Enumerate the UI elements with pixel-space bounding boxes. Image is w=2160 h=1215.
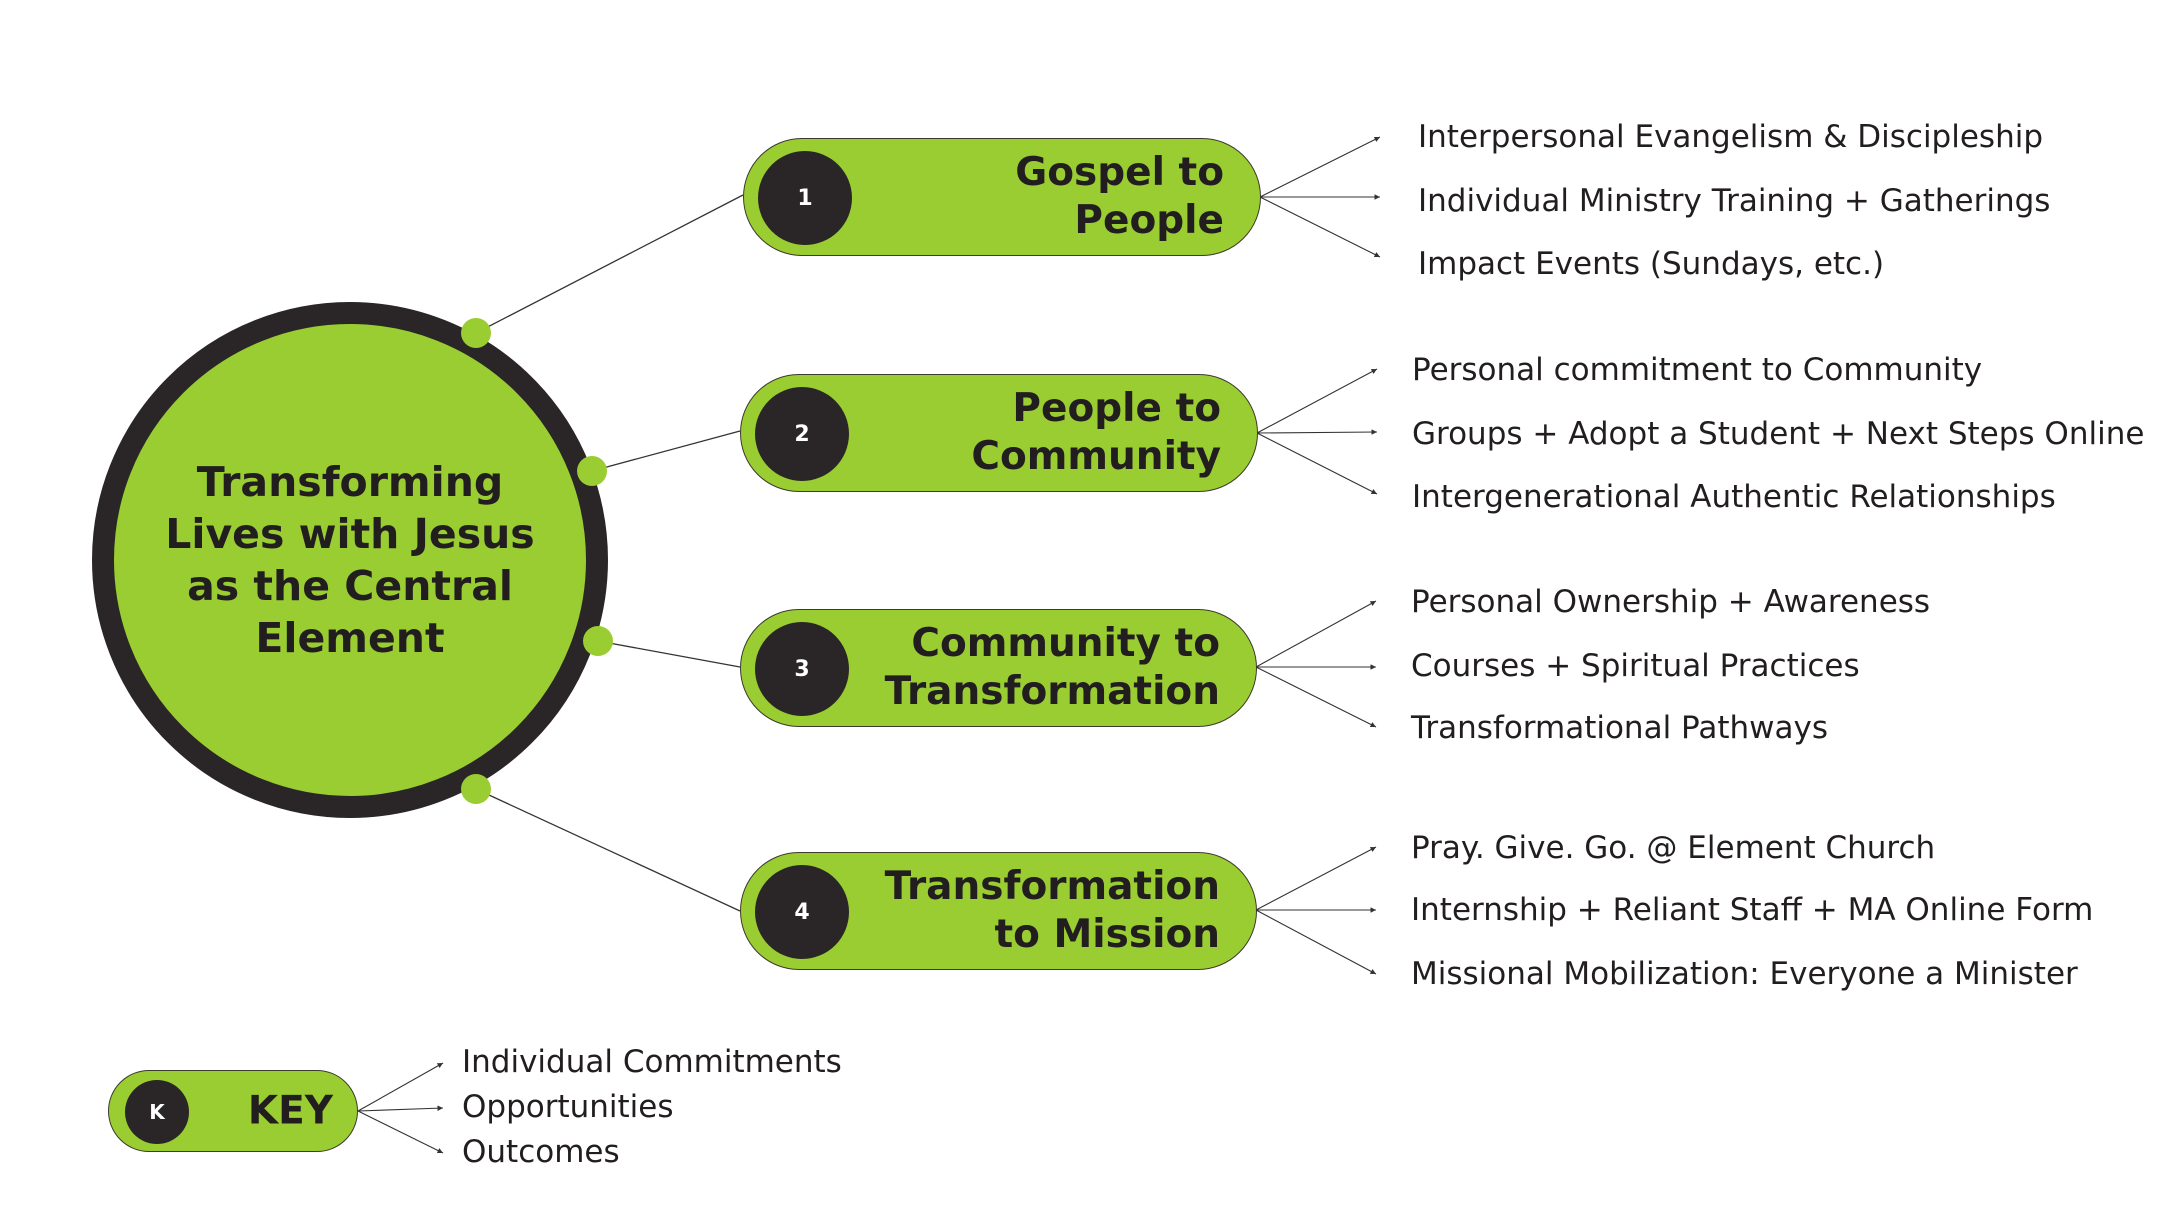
stage-3-number-badge: 3 [755,622,849,716]
key-fan-line-2 [357,1105,444,1112]
stage-2-item-3: Intergenerational Authentic Relationship… [1412,479,2056,515]
fan-line-4-1 [1255,846,1377,911]
stage-3-item-2: Courses + Spiritual Practices [1411,648,1860,684]
stage-3-item-3: Transformational Pathways [1411,710,1828,746]
fan-line-3-1 [1255,600,1377,668]
connector-dot-3 [583,626,613,656]
fan-line-2-1 [1256,368,1378,434]
stage-1-pill: 1 Gospel to People [743,138,1261,256]
stage-4-item-2: Internship + Reliant Staff + MA Online F… [1411,892,2094,928]
stage-1-item-3: Impact Events (Sundays, etc.) [1418,246,1885,282]
fan-line-2-3 [1256,432,1378,495]
stage-4-number-badge: 4 [755,865,849,959]
fan-line-3-3 [1255,666,1377,728]
key-item-outcomes: Outcomes [462,1134,620,1170]
fan-line-4-3 [1255,909,1377,975]
connector-center-to-stage-1 [475,194,744,334]
key-legend-pill: K KEY [108,1070,358,1152]
stage-4-item-1: Pray. Give. Go. @ Element Church [1411,830,1936,866]
fan-line-2-2 [1256,429,1378,435]
central-element-circle: Transforming Lives with Jesus as the Cen… [92,302,608,818]
connector-dot-1 [461,318,491,348]
stage-4-pill: 4 Transformation to Mission [740,852,1257,970]
connector-center-to-stage-3 [597,640,741,668]
stage-3-item-1: Personal Ownership + Awareness [1411,584,1931,620]
key-title: KEY [247,1088,333,1134]
key-fan-line-1 [357,1062,444,1112]
stage-1-item-2: Individual Ministry Training + Gathering… [1418,183,2051,219]
stage-2-item-1: Personal commitment to Community [1412,352,1983,388]
stage-1-number-badge: 1 [758,151,852,245]
connector-dot-2 [577,456,607,486]
stage-3-pill: 3 Community to Transformation [740,609,1257,727]
stage-2-item-2: Groups + Adopt a Student + Next Steps On… [1412,416,2145,452]
stage-2-pill: 2 People to Community [740,374,1258,492]
stage-2-title: People to Community [971,386,1221,479]
fan-line-1-1 [1259,136,1381,198]
connector-center-to-stage-4 [475,788,741,912]
key-fan-line-3 [357,1110,444,1154]
stage-3-title: Community to Transformation [884,621,1220,714]
central-element-title: Transforming Lives with Jesus as the Cen… [165,458,535,662]
key-item-individual-commitments: Individual Commitments [462,1044,842,1080]
stage-2-number-badge: 2 [755,387,849,481]
stage-4-item-3: Missional Mobilization: Everyone a Minis… [1411,956,2078,992]
connector-center-to-stage-2 [591,430,741,472]
connector-dot-4 [461,774,491,804]
stage-1-item-1: Interpersonal Evangelism & Discipleship [1418,119,2044,155]
stage-1-title: Gospel to People [1015,150,1224,243]
key-item-opportunities: Opportunities [462,1089,674,1125]
key-badge: K [125,1080,189,1144]
stage-4-title: Transformation to Mission [884,864,1220,957]
fan-line-1-3 [1259,196,1381,258]
